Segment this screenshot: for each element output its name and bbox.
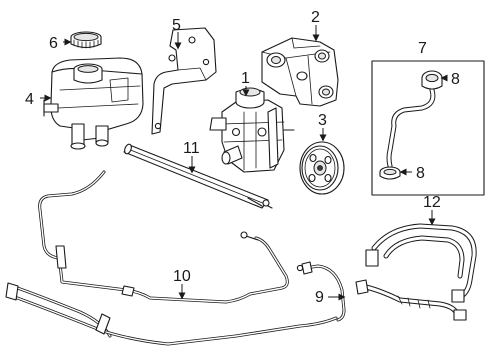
pump-pulley: [299, 141, 345, 195]
pressure-hose-assembly: [355, 223, 477, 321]
callout-8-bottom: 8: [416, 165, 425, 182]
callout-7: 7: [418, 40, 427, 57]
pump-mount-bracket: [261, 37, 339, 107]
cooler-tube: [123, 143, 273, 209]
pump-bracket: [151, 27, 217, 135]
callout-12: 12: [423, 194, 441, 211]
callout-2: 2: [311, 9, 320, 26]
reservoir-hose-kit-box: [371, 60, 485, 196]
reservoir-cap: [70, 31, 102, 49]
fluid-reservoir: [43, 57, 144, 150]
callout-9: 9: [315, 289, 324, 306]
pressure-line-hose: [296, 261, 346, 322]
callout-3: 3: [318, 112, 327, 129]
callout-6: 6: [49, 35, 58, 52]
power-steering-pump: [209, 87, 295, 173]
callout-10: 10: [173, 268, 191, 285]
leader-lines: [40, 25, 448, 301]
callout-4: 4: [25, 91, 34, 108]
callout-11: 11: [183, 140, 200, 157]
return-line-hose: [5, 170, 338, 346]
callout-8-top: 8: [451, 71, 460, 88]
callout-5: 5: [172, 17, 181, 34]
callout-1: 1: [241, 70, 250, 87]
